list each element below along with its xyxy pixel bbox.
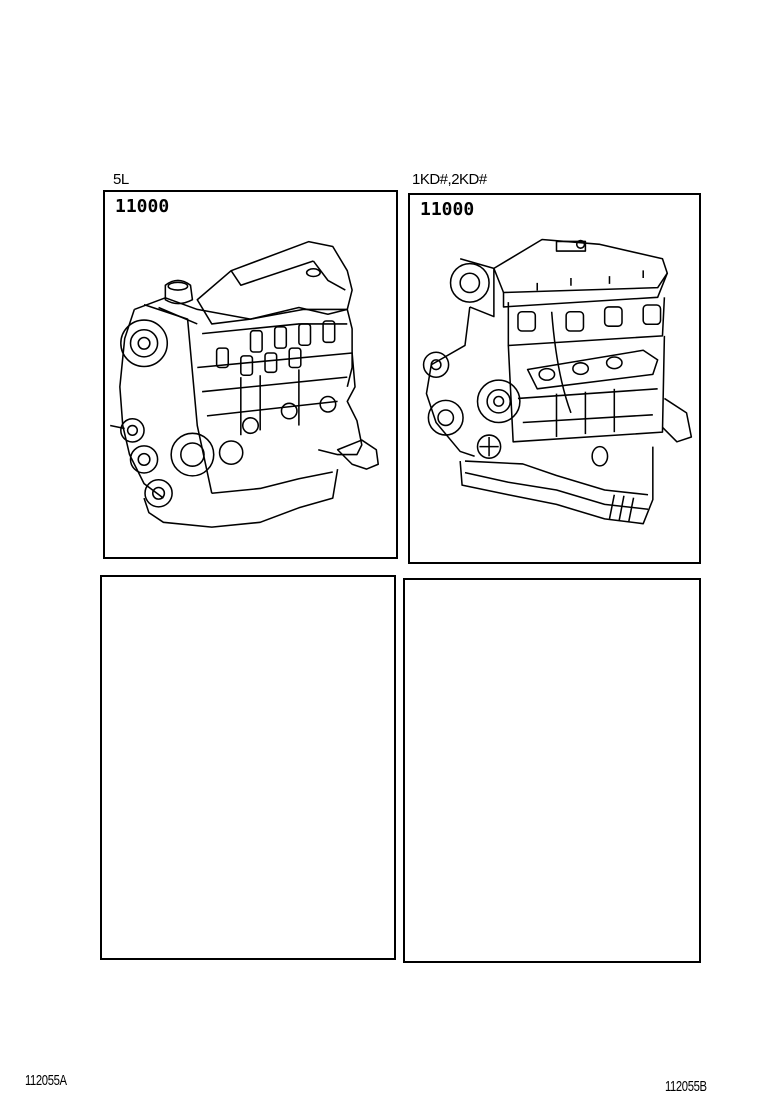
panel-5l: 11000	[103, 190, 398, 559]
panel-1kd-2kd: 11000	[408, 193, 701, 564]
illustration-ref-right: 112055B	[665, 1078, 707, 1095]
panel-empty-bottom-right	[403, 578, 701, 963]
engine-5l-illustration	[105, 232, 396, 532]
part-number: 11000	[115, 196, 170, 217]
engine-1kd-2kd-illustration	[412, 229, 701, 539]
panel-empty-bottom-left	[100, 575, 396, 960]
engine-label-5l: 5L	[113, 171, 129, 188]
engine-label-1kd-2kd: 1KD#,2KD#	[412, 171, 487, 188]
part-number: 11000	[420, 199, 475, 220]
illustration-ref-left: 112055A	[25, 1072, 67, 1089]
